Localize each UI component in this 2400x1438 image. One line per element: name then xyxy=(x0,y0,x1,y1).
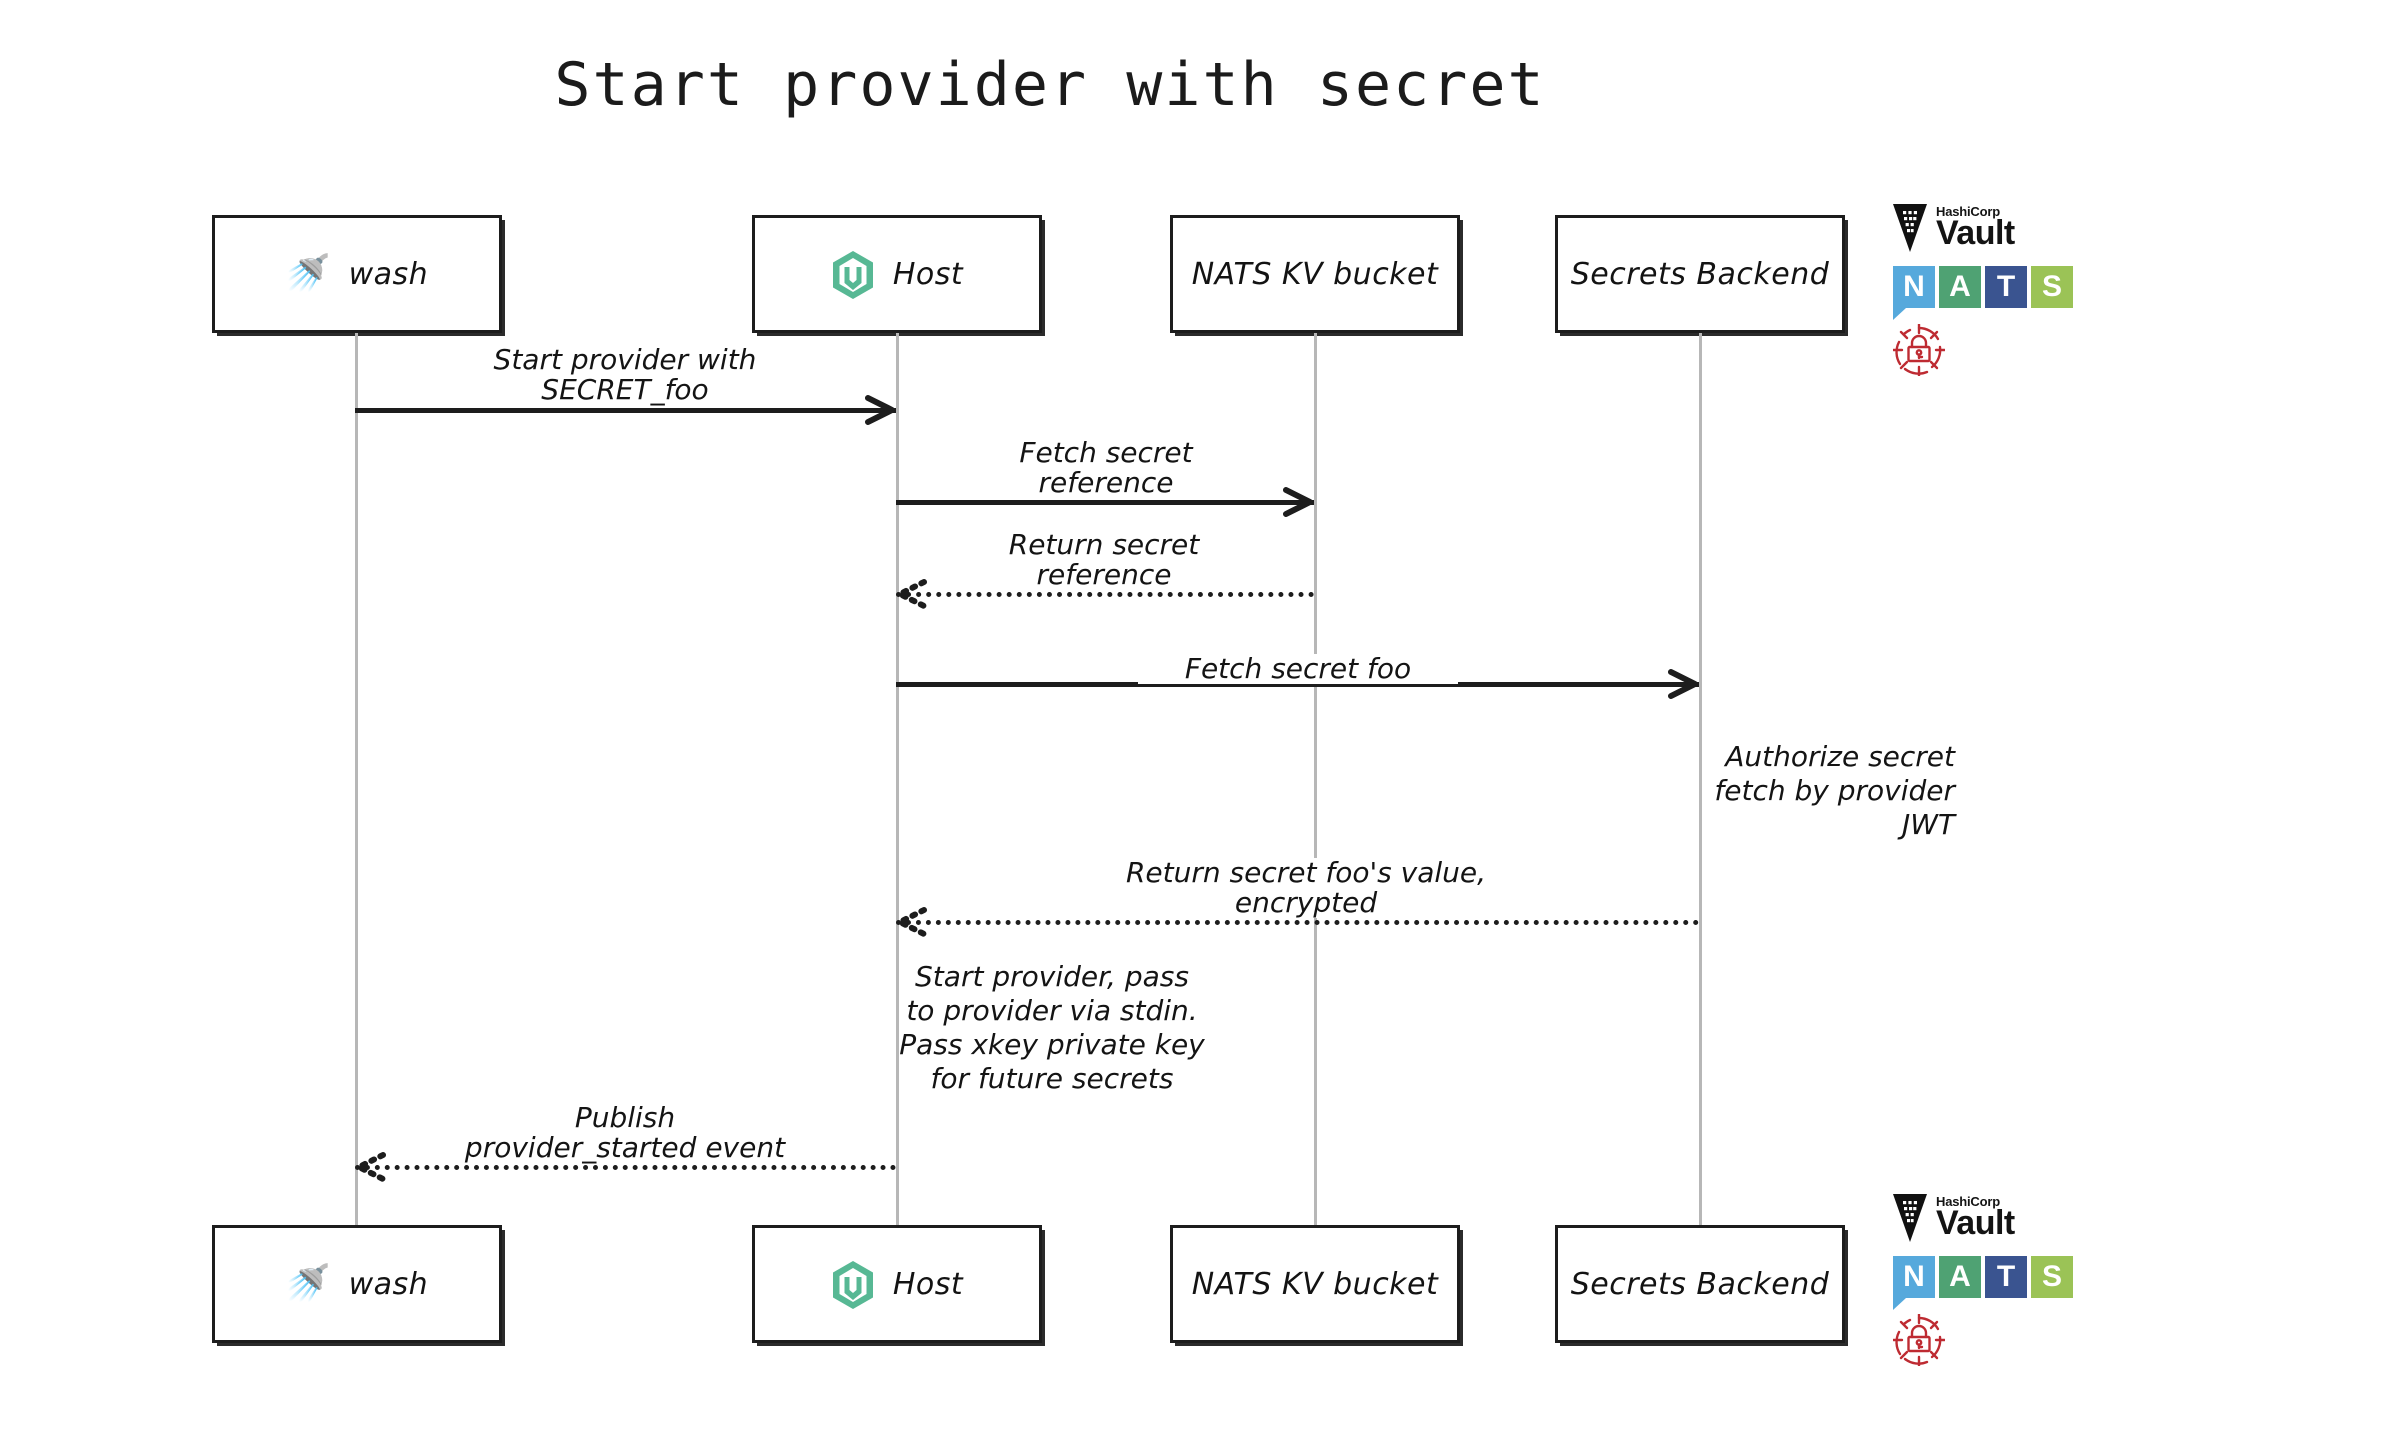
participant-box-wash-bottom[interactable]: 🚿 wash xyxy=(212,1225,502,1343)
vault-wordmark: HashiCorp Vault xyxy=(1936,1195,2015,1242)
participant-label: wash xyxy=(348,256,429,292)
nats-logo: N A T S xyxy=(1893,266,2133,320)
participant-label: wash xyxy=(348,1266,429,1302)
vault-name-text: Vault xyxy=(1936,214,2015,252)
arrowhead-right-icon xyxy=(1280,485,1314,519)
lifeline-nats-kv-bucket xyxy=(1314,333,1317,1225)
participant-label: Secrets Backend xyxy=(1570,1266,1830,1302)
vault-logo: HashiCorp Vault xyxy=(1893,200,2133,252)
secret-lock-icon xyxy=(1892,323,1946,377)
participant-label: Secrets Backend xyxy=(1570,256,1830,292)
logo-stack-bottom: HashiCorp Vault N A T S xyxy=(1892,1190,2133,1367)
logo-stack-top: HashiCorp Vault N A T S xyxy=(1892,200,2133,377)
message-line-dotted xyxy=(896,920,1699,925)
lifeline-wash xyxy=(355,333,358,1225)
vault-name-text: Vault xyxy=(1936,1204,2015,1242)
wasmcloud-hexagon-icon xyxy=(831,250,875,299)
nats-tile-a: A xyxy=(1939,1256,1981,1298)
message-line xyxy=(896,682,1699,687)
message-line-dotted xyxy=(896,592,1314,597)
message-label: Fetch secret foo xyxy=(1138,653,1458,685)
secret-lock-icon xyxy=(1892,1313,1946,1367)
participant-label: NATS KV bucket xyxy=(1191,1266,1439,1302)
message-label: Fetch secret reference xyxy=(956,437,1256,499)
message-line-dotted xyxy=(355,1165,896,1170)
participant-label: Host xyxy=(892,256,964,292)
participant-box-secrets-backend-top[interactable]: Secrets Backend xyxy=(1555,215,1845,333)
lifeline-host xyxy=(896,333,899,1225)
lifeline-secrets-backend xyxy=(1699,333,1702,1225)
message-label: Start provider with SECRET_foo xyxy=(445,344,805,406)
note-start-provider-stdin: Start provider, pass to provider via std… xyxy=(899,960,1205,1096)
vault-logo: HashiCorp Vault xyxy=(1893,1190,2133,1242)
participant-box-host-bottom[interactable]: Host xyxy=(752,1225,1042,1343)
nats-tile-t: T xyxy=(1985,266,2027,308)
vault-mark-icon xyxy=(1893,1194,1927,1242)
participant-box-host-top[interactable]: Host xyxy=(752,215,1042,333)
vault-wordmark: HashiCorp Vault xyxy=(1936,205,2015,252)
participant-box-wash-top[interactable]: 🚿 wash xyxy=(212,215,502,333)
participant-box-secrets-backend-bottom[interactable]: Secrets Backend xyxy=(1555,1225,1845,1343)
participant-box-nats-kv-bucket-top[interactable]: NATS KV bucket xyxy=(1170,215,1460,333)
nats-tile-t: T xyxy=(1985,1256,2027,1298)
shower-emoji: 🚿 xyxy=(285,253,331,294)
vault-mark-icon xyxy=(1893,204,1927,252)
vault-brand-text: HashiCorp xyxy=(1936,204,2000,219)
arrowhead-right-icon xyxy=(1665,667,1699,701)
arrowhead-left-icon xyxy=(355,1150,389,1184)
nats-tile-a: A xyxy=(1939,266,1981,308)
nats-tile-s: S xyxy=(2031,1256,2073,1298)
nats-tile-n: N xyxy=(1893,266,1935,320)
participant-label: NATS KV bucket xyxy=(1191,256,1439,292)
nats-tile-s: S xyxy=(2031,266,2073,308)
shower-emoji: 🚿 xyxy=(285,1263,331,1304)
participant-label: Host xyxy=(892,1266,964,1302)
note-authorize-secret-fetch: Authorize secret fetch by provider JWT xyxy=(1714,740,1955,842)
message-label: Return secret reference xyxy=(954,529,1254,591)
nats-tile-n: N xyxy=(1893,1256,1935,1310)
message-label: Publish provider_started event xyxy=(425,1102,825,1164)
arrowhead-left-icon xyxy=(896,577,930,611)
nats-logo: N A T S xyxy=(1893,1256,2133,1310)
participant-box-nats-kv-bucket-bottom[interactable]: NATS KV bucket xyxy=(1170,1225,1460,1343)
wasmcloud-hexagon-icon xyxy=(831,1260,875,1309)
message-line xyxy=(355,408,896,413)
arrowhead-right-icon xyxy=(862,393,896,427)
message-label: Return secret foo's value, encrypted xyxy=(1096,857,1516,919)
page-title: Start provider with secret xyxy=(554,50,1546,120)
vault-brand-text: HashiCorp xyxy=(1936,1194,2000,1209)
arrowhead-left-icon xyxy=(896,905,930,939)
message-line xyxy=(896,500,1314,505)
